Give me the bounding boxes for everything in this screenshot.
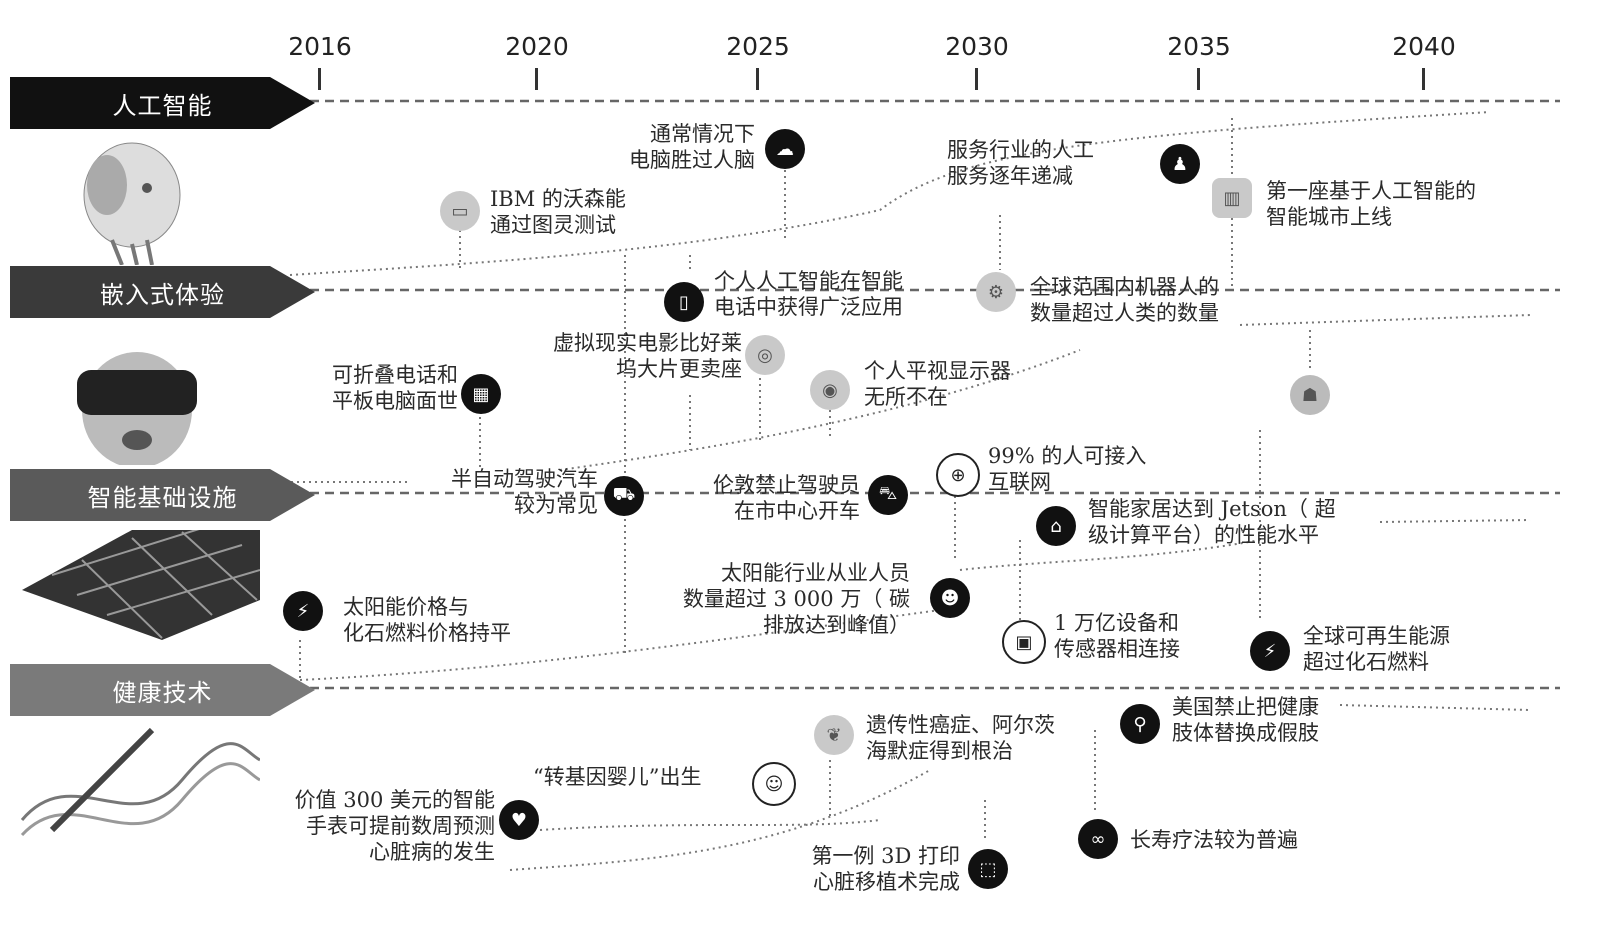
event-smart-home-jetson: 智能家居达到 Jetson（ 超级计算平台）的性能水平 <box>1088 497 1336 547</box>
event-limb-replacement-ban: 美国禁止把健康肢体替换成假肢 <box>1172 695 1319 745</box>
ribbon-icon: ❦ <box>814 715 854 755</box>
event-3d-heart-transplant: 第一例 3D 打印心脏移植术完成 <box>811 844 960 894</box>
event-internet-access: 99% 的人可接入互联网 <box>988 444 1147 494</box>
vr-headset-image <box>77 352 197 465</box>
brain-icon: ☁ <box>765 129 805 169</box>
year-tick <box>535 68 538 90</box>
eye-icon: ◉ <box>810 370 850 410</box>
lightning-icon: ⚡ <box>1250 631 1290 671</box>
event-renewables-surpass: 全球可再生能源超过化石燃料 <box>1303 624 1450 674</box>
smartphone-icon: ▯ <box>664 282 704 322</box>
event-service-ai: 服务行业的人工服务逐年递减 <box>947 138 1094 188</box>
heart-icon: ♥ <box>499 800 539 840</box>
event-smartwatch-heart: 价值 300 美元的智能手表可提前数周预测心脏病的发生 <box>294 788 495 864</box>
chip-sensor-icon: ▣ <box>1002 620 1046 664</box>
year-label: 2035 <box>1167 32 1231 61</box>
robot-head-image <box>83 142 181 265</box>
year-label: 2040 <box>1392 32 1456 61</box>
event-vr-movies: 虚拟现实电影比好莱坞大片更卖座 <box>553 331 742 381</box>
3d-print-icon: ⬚ <box>968 849 1008 889</box>
event-hud: 个人平视显示器无所不在 <box>864 359 1011 409</box>
year-tick <box>1197 68 1200 90</box>
event-computer-beats-brain: 通常情况下电脑胜过人脑 <box>629 122 755 172</box>
year-tick <box>975 68 978 90</box>
event-solar-price-parity: 太阳能价格与化石燃料价格持平 <box>343 595 511 645</box>
event-cancer-alzheimer-cure: 遗传性癌症、阿尔茨海默症得到根治 <box>866 713 1055 763</box>
category-health: 健康技术 <box>10 664 315 716</box>
monitor-icon: ▭ <box>440 191 480 231</box>
prosthetic-leg-icon: ⚲ <box>1120 704 1160 744</box>
event-solar-workers: 太阳能行业从业人员数量超过 3 000 万（ 碳排放达到峰值） <box>682 561 910 637</box>
year-tick <box>318 68 321 90</box>
event-trillion-devices: 1 万亿设备和传感器相连接 <box>1054 611 1180 661</box>
category-label: 智能基础设施 <box>87 483 238 512</box>
baby-face-icon: ☺ <box>752 762 796 806</box>
event-london-car-ban: 伦敦禁止驾驶员在市中心开车 <box>713 473 860 523</box>
infinity-icon: ∞ <box>1078 819 1118 859</box>
smart-home-icon: ⌂ <box>1036 506 1076 546</box>
category-embedded: 嵌入式体验 <box>10 266 315 318</box>
city-building-icon: ▥ <box>1212 178 1252 218</box>
year-label: 2030 <box>945 32 1009 61</box>
robot-icon: ♟ <box>1160 144 1200 184</box>
map-fold-icon: ▦ <box>461 374 501 414</box>
event-personal-ai-phone: 个人人工智能在智能电话中获得广泛应用 <box>714 269 903 319</box>
vr-goggles-icon: ◎ <box>745 335 785 375</box>
event-robots-outnumber: 全球范围内机器人的数量超过人类的数量 <box>1030 275 1219 325</box>
person-chip-icon: ☗ <box>1290 375 1330 415</box>
year-label: 2020 <box>505 32 569 61</box>
globe-icon: ⊕ <box>936 453 980 497</box>
category-label: 嵌入式体验 <box>100 280 225 309</box>
category-infrastructure: 智能基础设施 <box>10 469 315 521</box>
event-foldable-devices: 可折叠电话和平板电脑面世 <box>332 363 458 413</box>
event-ibm-watson: IBM 的沃森能通过图灵测试 <box>490 187 626 237</box>
dna-scalpel-image <box>20 727 260 837</box>
event-longevity-therapy: 长寿疗法较为普遍 <box>1130 828 1298 852</box>
event-gm-baby: “转基因婴儿”出生 <box>533 765 702 789</box>
worker-helmet-icon: ☻ <box>930 578 970 618</box>
lightning-icon: ⚡ <box>283 591 323 631</box>
category-label: 健康技术 <box>112 678 213 707</box>
year-tick <box>756 68 759 90</box>
category-ai: 人工智能 <box>10 77 315 129</box>
year-label: 2016 <box>288 32 352 61</box>
car-front-icon: ⛍ <box>868 475 908 515</box>
year-label: 2025 <box>726 32 790 61</box>
category-label: 人工智能 <box>112 91 213 120</box>
year-tick <box>1422 68 1425 90</box>
car-icon: ⛟ <box>604 476 644 516</box>
event-ai-city: 第一座基于人工智能的智能城市上线 <box>1266 179 1476 229</box>
robot-population-icon: ⚙ <box>976 272 1016 312</box>
solar-panel-image <box>22 530 260 640</box>
event-semi-autonomous-cars: 半自动驾驶汽车较为常见 <box>451 467 598 517</box>
